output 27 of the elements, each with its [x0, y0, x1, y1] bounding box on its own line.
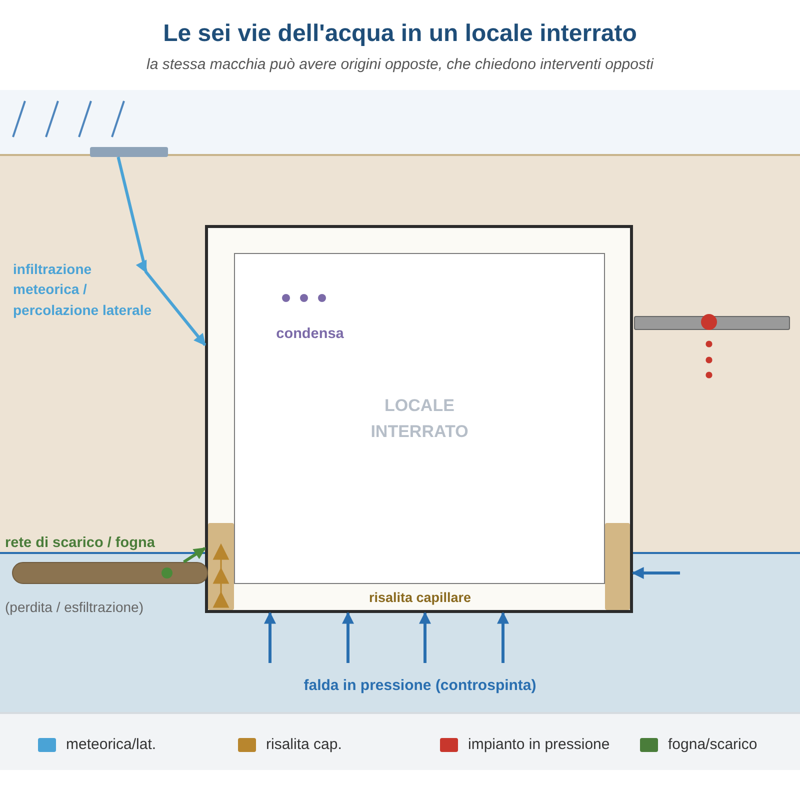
- route-label: infiltrazione meteorica / percolazione laterale: [13, 260, 153, 320]
- arrow: [116, 156, 206, 346]
- arrow: [419, 612, 431, 663]
- route-label: condensa: [275, 325, 345, 344]
- legend-label: impianto in pressione: [468, 736, 610, 753]
- sewer-pipe: [12, 562, 208, 584]
- arrow: [182, 546, 206, 564]
- legend-label: meteorica/lat.: [66, 736, 156, 753]
- arrow: [632, 567, 680, 579]
- diagram-subtitle: la stessa macchia può avere origini opposte, che chiedono interventi opposti: [146, 56, 655, 73]
- damp-zone: [605, 523, 630, 610]
- room-label: LOCALE INTERRATO: [370, 395, 470, 442]
- arrow: [342, 612, 354, 663]
- legend-label: risalita cap.: [266, 736, 342, 753]
- diagram-title: Le sei vie dell'acqua in un locale interrato: [162, 20, 638, 48]
- room-box: [234, 253, 605, 584]
- pressure-pipe: [634, 316, 790, 330]
- note-text: (perdita / esfiltrazione): [5, 598, 145, 617]
- drain-grate: [90, 147, 168, 157]
- basement-wall: [205, 225, 633, 613]
- arrow: [497, 612, 509, 663]
- route-label: falda in pressione (controspinta): [302, 676, 538, 696]
- route-label: risalita capillare: [368, 589, 472, 607]
- damp-zone: [208, 523, 234, 610]
- pipe-label: rete di scarico / fogna: [5, 534, 156, 553]
- legend-label: fogna/scarico: [668, 736, 758, 753]
- arrow: [264, 612, 276, 663]
